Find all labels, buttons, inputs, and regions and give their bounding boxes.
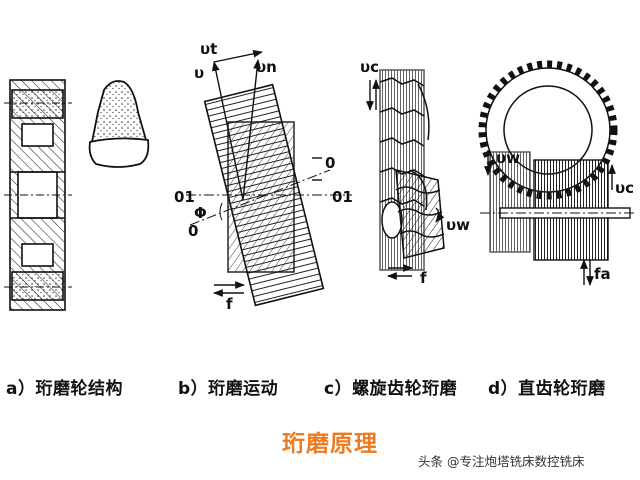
label-vt: υt — [200, 40, 217, 58]
label-feed-c: f — [420, 269, 427, 287]
spur-gear — [480, 151, 636, 261]
abrasive-tooth-profile — [88, 80, 150, 168]
label-vw-d: υw — [496, 149, 520, 167]
wheel-cross-section — [4, 79, 72, 311]
figure-c-helical-gear-honing: υc υw f — [360, 58, 470, 287]
label-o1-left: 01 — [174, 188, 195, 206]
helical-gear — [395, 169, 445, 259]
figure-b-honing-motion: υt υ υn 0 01 01 Φ 0 f — [174, 40, 353, 313]
label-o-top: 0 — [325, 154, 335, 172]
velocity-vectors — [186, 49, 352, 297]
watermark: 头条 @专注炮塔铣床数控铣床 — [418, 454, 585, 469]
caption-a: a）珩磨轮结构 — [6, 379, 123, 399]
figure-a-honing-wheel — [4, 79, 150, 311]
label-o-bottom: 0 — [188, 222, 198, 240]
label-vc-d: υc — [615, 179, 634, 197]
caption-d: d）直齿轮珩磨 — [488, 379, 606, 399]
label-vw-c: υw — [446, 216, 470, 234]
label-vc-c: υc — [360, 58, 379, 76]
label-feed-b: f — [226, 295, 233, 313]
page-title: 珩磨原理 — [282, 431, 378, 457]
label-o1-right: 01 — [332, 188, 353, 206]
label-v: υ — [194, 64, 204, 82]
label-vn: υn — [256, 58, 277, 76]
label-fa: fa — [594, 265, 611, 283]
figure-d-spur-gear-honing: υw υc fa — [478, 60, 636, 286]
caption-c: c）螺旋齿轮珩磨 — [324, 379, 458, 399]
caption-b: b）珩磨运动 — [178, 379, 279, 399]
label-phi: Φ — [194, 204, 207, 222]
